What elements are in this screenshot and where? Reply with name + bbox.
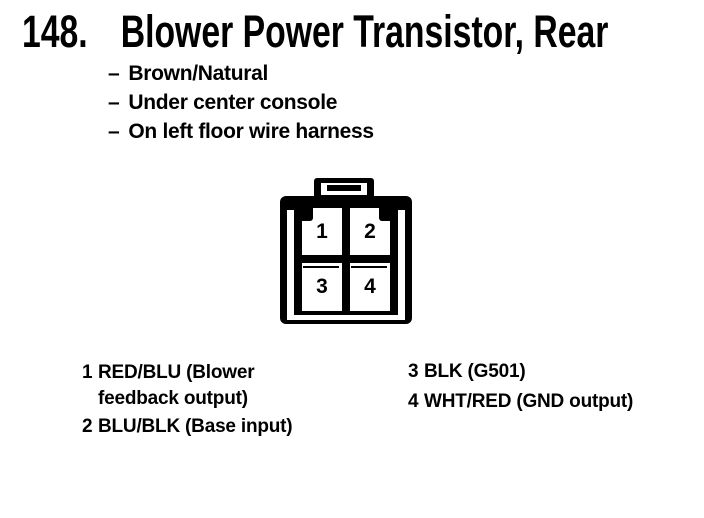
bullet-text: Under center console <box>128 91 338 114</box>
legend-item-pin-4: 4 WHT/RED (GND output) <box>408 388 633 416</box>
pin-cavity-4: 4 <box>350 263 390 311</box>
legend-pin-description: WHT/RED (GND output) <box>424 391 634 412</box>
bullet-item-harness: – On left floor wire harness <box>108 117 374 146</box>
legend-pin-number: 2 <box>82 416 93 437</box>
pin-number-1: 1 <box>316 219 328 243</box>
bullet-text: On left floor wire harness <box>128 120 374 143</box>
legend-item-pin-2: 2 BLU/BLK (Base input) <box>82 414 293 440</box>
bullet-item-color: – Brown/Natural <box>108 59 374 88</box>
bullet-item-location: – Under center console <box>108 88 374 117</box>
housing-channel-bottom <box>287 315 405 320</box>
latch-bar <box>327 185 361 191</box>
legend-pin-description: BLK (G501) <box>424 361 526 382</box>
pin-legend-right-column: 3 BLK (G501) 4 WHT/RED (GND output) <box>408 358 633 416</box>
pin-cavity-1: 1 <box>302 208 342 255</box>
pin-number-4: 4 <box>364 275 376 298</box>
pin-number-3: 3 <box>316 275 328 298</box>
section-number: 148. <box>22 6 88 57</box>
housing-channel-left <box>287 210 294 320</box>
dash-bullet: – <box>108 120 120 143</box>
connector-diagram: 1 2 3 4 <box>280 178 412 324</box>
legend-pin-number: 1 <box>82 362 93 383</box>
latch-slot <box>321 183 367 195</box>
dash-bullet: – <box>108 91 120 114</box>
connector-latch-tab <box>314 178 374 200</box>
legend-pin-number: 4 <box>408 391 419 412</box>
connector-housing: 1 2 3 4 <box>280 196 412 324</box>
pin-legend-left-column: 1 RED/BLU (Blower feedback output) 2 BLU… <box>82 360 293 440</box>
dash-bullet: – <box>108 62 120 85</box>
pin-cavity-3: 3 <box>302 263 342 311</box>
legend-item-pin-1: 1 RED/BLU (Blower feedback output) <box>82 360 292 412</box>
pin-cavity-2: 2 <box>350 208 390 255</box>
bullet-text: Brown/Natural <box>128 62 269 85</box>
legend-pin-number: 3 <box>408 361 419 382</box>
pin-number-2: 2 <box>364 219 376 243</box>
section-title: Blower Power Transistor, Rear <box>120 6 609 57</box>
legend-pin-description: BLU/BLK (Base input) <box>98 416 293 437</box>
housing-channel-right <box>398 210 405 320</box>
legend-item-pin-3: 3 BLK (G501) <box>408 358 633 386</box>
legend-pin-description: RED/BLU (Blower feedback output) <box>98 362 255 409</box>
location-bullet-list: – Brown/Natural – Under center console –… <box>108 59 374 146</box>
page-title: 148. Blower Power Transistor, Rear <box>22 9 608 54</box>
